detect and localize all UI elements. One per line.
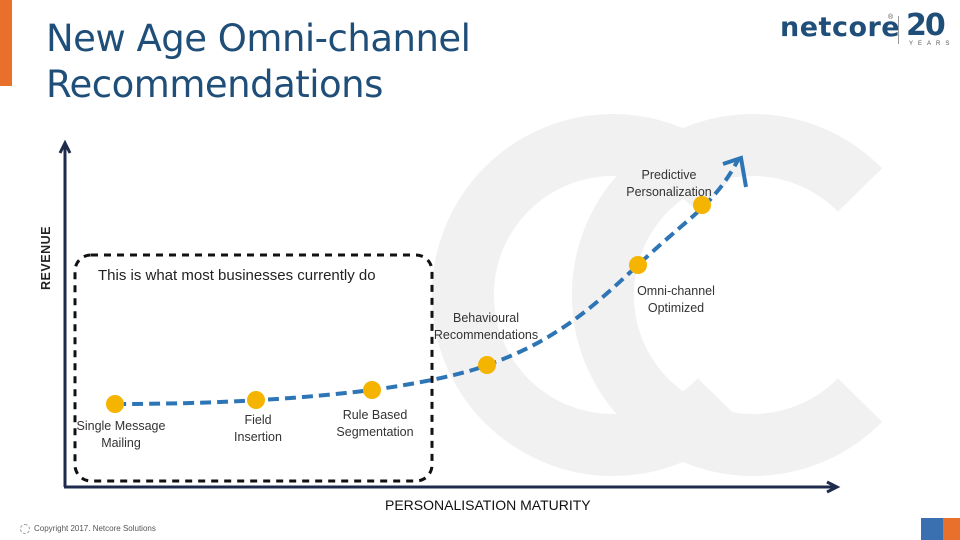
node-single-message-mailing: [106, 395, 124, 413]
copyright-text: Copyright 2017. Netcore Solutions: [34, 524, 156, 533]
copyright-icon: [20, 524, 30, 534]
current-businesses-box: [73, 253, 434, 483]
stage-label-line: Field: [244, 413, 272, 427]
y-axis-arrowhead: [58, 139, 72, 154]
logo-separator: [898, 16, 899, 44]
stage-label-line: Behavioural: [452, 311, 519, 325]
node-rule-based-segmentation: [363, 381, 381, 399]
stage-label-line: Recommendations: [433, 328, 539, 342]
logo-years: YEARS: [909, 41, 955, 47]
stage-label-behavioural: Behavioural Recommendations: [428, 310, 544, 344]
corner-block-blue: [921, 518, 943, 540]
x-axis-label: PERSONALISATION MATURITY: [385, 497, 591, 513]
stage-label-omni-channel: Omni-channel Optimized: [626, 283, 726, 317]
stage-label-line: Segmentation: [336, 425, 414, 439]
y-axis-label: REVENUE: [39, 226, 53, 290]
node-omni-channel-optimized: [629, 256, 647, 274]
maturity-curve: [114, 159, 740, 406]
logo-registered-mark: ®: [888, 14, 894, 21]
title-accent-bar: [0, 0, 12, 86]
curve-arrowhead: [722, 155, 748, 188]
corner-block-orange: [943, 518, 960, 540]
box-annotation: This is what most businesses currently d…: [98, 267, 376, 284]
logo-text: netcore: [780, 12, 901, 43]
node-behavioural-recommendations: [478, 356, 496, 374]
stage-label-line: Predictive: [641, 168, 697, 182]
stage-label-line: Personalization: [626, 185, 712, 199]
node-predictive-personalization: [693, 196, 711, 214]
slide-title-line-1: New Age Omni-channel: [46, 17, 471, 60]
stage-label-predictive: Predictive Personalization: [618, 167, 720, 201]
stage-label-line: Optimized: [647, 301, 705, 315]
stage-label-rule-based: Rule Based Segmentation: [327, 407, 423, 441]
stage-label-line: Rule Based: [342, 408, 408, 422]
logo-wordmark: netcore: [780, 12, 900, 43]
stage-label-line: Omni-channel: [637, 284, 715, 298]
slide-title-line-2: Recommendations: [46, 63, 383, 106]
node-field-insertion: [247, 391, 265, 409]
x-axis-arrowhead: [826, 480, 841, 494]
netcore-logo: netcore ® 20 YEARS: [780, 8, 950, 52]
logo-anniversary: 20: [906, 8, 946, 43]
axes: [58, 139, 841, 494]
stage-label-line: Insertion: [234, 430, 282, 444]
stage-label-line: Mailing: [101, 436, 141, 450]
stage-nodes: [106, 196, 711, 413]
slide-title: New Age Omni-channel Recommendations: [46, 16, 646, 108]
stage-label-line: Single Message: [76, 419, 166, 433]
stage-label-single-message: Single Message Mailing: [68, 418, 174, 452]
stage-label-field-insertion: Field Insertion: [218, 412, 298, 446]
